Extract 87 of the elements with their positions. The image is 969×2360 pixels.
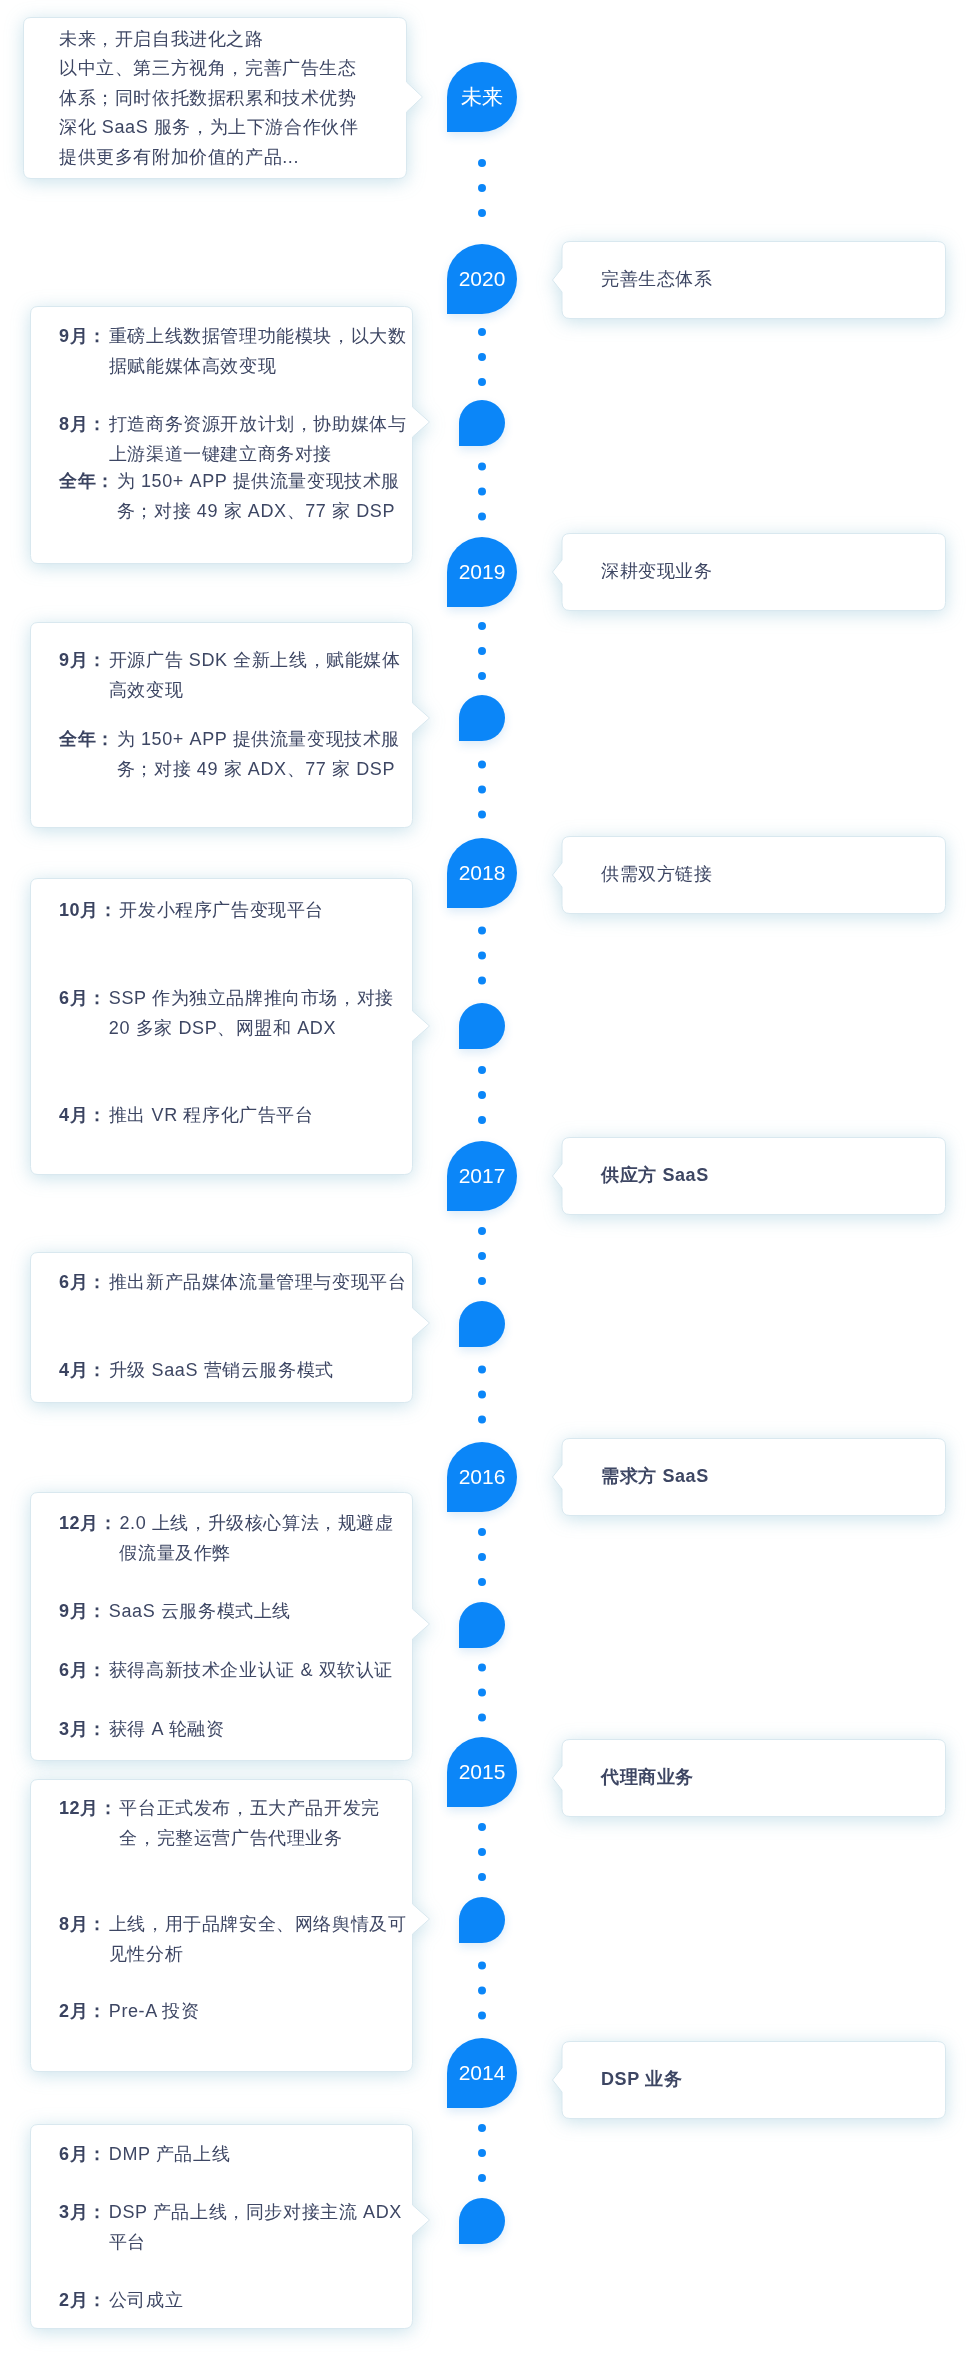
callout-box (552, 533, 946, 611)
timeline-marker (459, 1301, 505, 1347)
callout-box (30, 2124, 430, 2329)
event-text: 升级 SaaS 营销云服务模式 (108, 1359, 335, 1383)
callout-box (30, 306, 430, 564)
callout-box (30, 1252, 430, 1403)
event-text: 为 150+ APP 提供流量变现技术服务；对接 49 家 ADX、77 家 DSP (116, 470, 402, 523)
timeline-marker (459, 1003, 505, 1049)
callout-box (30, 622, 430, 828)
callout-box (30, 1492, 430, 1761)
event-text: 打造商务资源开放计划，协助媒体与上游渠道一键建立商务对接 (108, 413, 407, 466)
timeline-marker (459, 1602, 505, 1648)
stage-title: DSP 业务 (601, 2068, 683, 2091)
callout-box (552, 1438, 946, 1516)
month-label: 2月： (59, 2000, 107, 2024)
month-label: 2月： (59, 2289, 107, 2313)
month-label: 3月： (59, 1718, 107, 1742)
stage-title: 完善生态体系 (601, 268, 713, 291)
event-text: 上线，用于品牌安全、网络舆情及可见性分析 (108, 1913, 407, 1966)
year-marker (447, 1141, 517, 1211)
timeline-marker (459, 695, 505, 741)
year-marker (447, 537, 517, 607)
year-marker (447, 1442, 517, 1512)
month-label: 9月： (59, 325, 107, 349)
event-text: 重磅上线数据管理功能模块，以大数据赋能媒体高效变现 (108, 325, 407, 378)
month-label: 全年： (59, 728, 115, 752)
year-label: 2014 (457, 2060, 507, 2086)
event-text: DSP 产品上线，同步对接主流 ADX 平台 (108, 2201, 403, 2254)
year-label: 2018 (457, 860, 507, 886)
month-label: 10月： (59, 899, 118, 923)
year-marker (447, 838, 517, 908)
month-label: 9月： (59, 649, 107, 673)
month-label: 12月： (59, 1512, 118, 1536)
year-label: 2017 (457, 1163, 507, 1189)
month-label: 4月： (59, 1104, 107, 1128)
month-label: 9月： (59, 1600, 107, 1624)
callout-box (552, 1739, 946, 1817)
callout-text: 以中立、第三方视角，完善广告生态体系；同时依托数据积累和技术优势深化 SaaS 服务，为上下游合作伙伴提供更多有附加价值的产品... (59, 57, 360, 169)
callout-box (30, 1779, 430, 2072)
month-label: 12月： (59, 1797, 118, 1821)
event-text: 开源广告 SDK 全新上线，赋能媒体高效变现 (108, 649, 402, 702)
stage-title: 供应方 SaaS (601, 1164, 709, 1187)
year-label: 2016 (457, 1464, 507, 1490)
event-text: 获得 A 轮融资 (108, 1718, 226, 1742)
stage-title: 需求方 SaaS (601, 1465, 709, 1488)
year-label: 2020 (457, 266, 507, 292)
event-text: 推出 VR 程序化广告平台 (108, 1104, 315, 1128)
month-label: 3月： (59, 2201, 107, 2225)
year-label: 未来 (460, 84, 504, 110)
timeline-marker (459, 400, 505, 446)
month-label: 8月： (59, 1913, 107, 1937)
event-text: SSP 作为独立品牌推向市场，对接 20 多家 DSP、网盟和 ADX (108, 987, 395, 1040)
event-text: 获得高新技术企业认证 & 双软认证 (108, 1659, 395, 1683)
callout-box (552, 836, 946, 914)
event-text: 为 150+ APP 提供流量变现技术服务；对接 49 家 ADX、77 家 DSP (116, 728, 402, 781)
event-text: Pre-A 投资 (108, 2000, 201, 2024)
month-label: 6月： (59, 987, 107, 1011)
event-text: SaaS 云服务模式上线 (108, 1600, 293, 1624)
event-text: 平台正式发布，五大产品开发完全，完整运营广告代理业务 (119, 1797, 381, 1850)
callout-box (552, 241, 946, 319)
callout-box (30, 878, 430, 1175)
callout-box (552, 1137, 946, 1215)
month-label: 8月： (59, 413, 107, 437)
callout-box (23, 17, 423, 179)
stage-title: 深耕变现业务 (601, 560, 713, 583)
month-label: 6月： (59, 1659, 107, 1683)
year-label: 2019 (457, 559, 507, 585)
year-marker (447, 1737, 517, 1807)
year-marker (447, 244, 517, 314)
month-label: 全年： (59, 470, 115, 494)
event-text: DMP 产品上线 (108, 2143, 232, 2167)
year-marker (447, 2038, 517, 2108)
event-text: 公司成立 (108, 2289, 185, 2313)
year-label: 2015 (457, 1759, 507, 1785)
event-text: 开发小程序广告变现平台 (119, 899, 326, 923)
month-label: 6月： (59, 1271, 107, 1295)
month-label: 4月： (59, 1359, 107, 1383)
event-text: 2.0 上线，升级核心算法，规避虚假流量及作弊 (119, 1512, 395, 1565)
stage-title: 代理商业务 (601, 1766, 694, 1789)
stage-title: 供需双方链接 (601, 863, 713, 886)
callout-heading: 未来，开启自我进化之路 (59, 28, 265, 52)
timeline-marker (459, 2198, 505, 2244)
month-label: 6月： (59, 2143, 107, 2167)
event-text: 推出新产品媒体流量管理与变现平台 (108, 1271, 407, 1295)
timeline-marker (459, 1897, 505, 1943)
callout-box (552, 2041, 946, 2119)
year-marker (447, 62, 517, 132)
